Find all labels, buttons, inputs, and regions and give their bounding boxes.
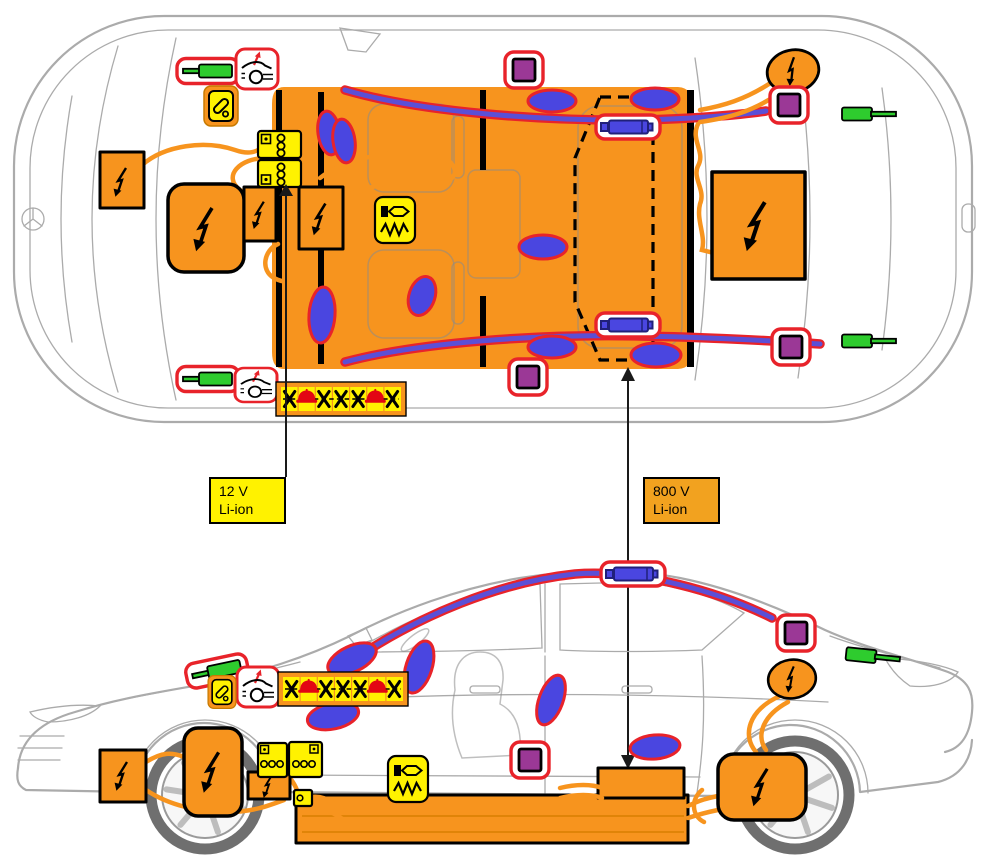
body-reinforcement-bar — [276, 90, 282, 367]
pretensioner-marker — [775, 613, 817, 653]
label-800v-battery: 800 V Li-ion — [643, 477, 720, 524]
body-reinforcement-bar — [480, 90, 486, 170]
rescue-strip — [276, 382, 406, 416]
gas-capsule-icon — [203, 85, 239, 127]
ptc-heater-icon-side — [386, 754, 430, 804]
pretensioner-marker — [509, 740, 551, 780]
airbag — [402, 639, 436, 695]
curtain-inflator-marker — [594, 311, 662, 339]
battery-12v-module-side — [256, 740, 324, 779]
airbag — [629, 341, 683, 369]
airbag — [526, 334, 578, 360]
label-12v-line2: Li-ion — [219, 501, 254, 518]
airbag — [628, 733, 682, 761]
pretensioner-marker — [768, 85, 810, 125]
gas-capsule-icon-side — [207, 674, 237, 710]
hood-release-icon — [234, 47, 280, 91]
top-view-car-outline — [12, 14, 976, 424]
rescue-strip-side — [278, 672, 408, 706]
hood-release-icon — [233, 366, 279, 404]
curtain-inflator-marker — [594, 113, 662, 141]
label-12v-line1: 12 V — [219, 483, 248, 499]
hv-component-rear-motor-side — [716, 752, 808, 822]
hv-component-front-motor — [166, 182, 246, 274]
airbag — [517, 233, 569, 261]
airbag — [406, 275, 438, 317]
battery-12v-module-top — [256, 129, 303, 189]
airbag — [326, 641, 378, 677]
fuse-box-small-side — [292, 788, 314, 808]
label-12v-battery: 12 V Li-ion — [209, 477, 286, 524]
body-reinforcement-bar — [687, 90, 694, 367]
label-800v-line2: Li-ion — [653, 501, 688, 518]
hv-component-front-left — [98, 150, 146, 210]
gas-strut-trunk-side — [844, 646, 902, 667]
airbag — [526, 88, 578, 114]
airbag — [535, 673, 567, 727]
gas-strut-hood — [175, 56, 241, 86]
airbag — [307, 285, 337, 345]
ptc-heater-icon — [373, 195, 417, 245]
hv-battery-dashed-outline — [573, 95, 655, 362]
hv-component-front-left-side — [98, 748, 148, 804]
pretensioner-marker — [770, 327, 812, 367]
hv-component-rear-motor — [710, 170, 807, 281]
hv-component-front-motor-side — [182, 726, 244, 818]
curtain-airbag-line-side — [348, 568, 777, 665]
connector-12v — [279, 184, 293, 477]
side-view — [16, 560, 974, 849]
airbag — [629, 86, 681, 112]
body-reinforcement-bar — [480, 296, 486, 367]
pretensioner-marker — [507, 357, 549, 397]
hv-component-firewall — [297, 185, 345, 251]
airbag — [331, 117, 357, 165]
curtain-inflator-marker — [599, 560, 667, 588]
pretensioner-marker — [503, 50, 545, 90]
charge-port-side — [766, 657, 819, 702]
gas-strut-hood — [175, 364, 241, 394]
label-800v-line1: 800 V — [653, 483, 690, 499]
hv-floor-battery — [294, 766, 690, 845]
top-view — [12, 14, 976, 424]
gas-strut-trunk — [841, 333, 897, 349]
hv-component-dcdc — [242, 185, 278, 243]
gas-strut-trunk — [841, 106, 897, 122]
hood-release-icon-side — [235, 665, 281, 709]
